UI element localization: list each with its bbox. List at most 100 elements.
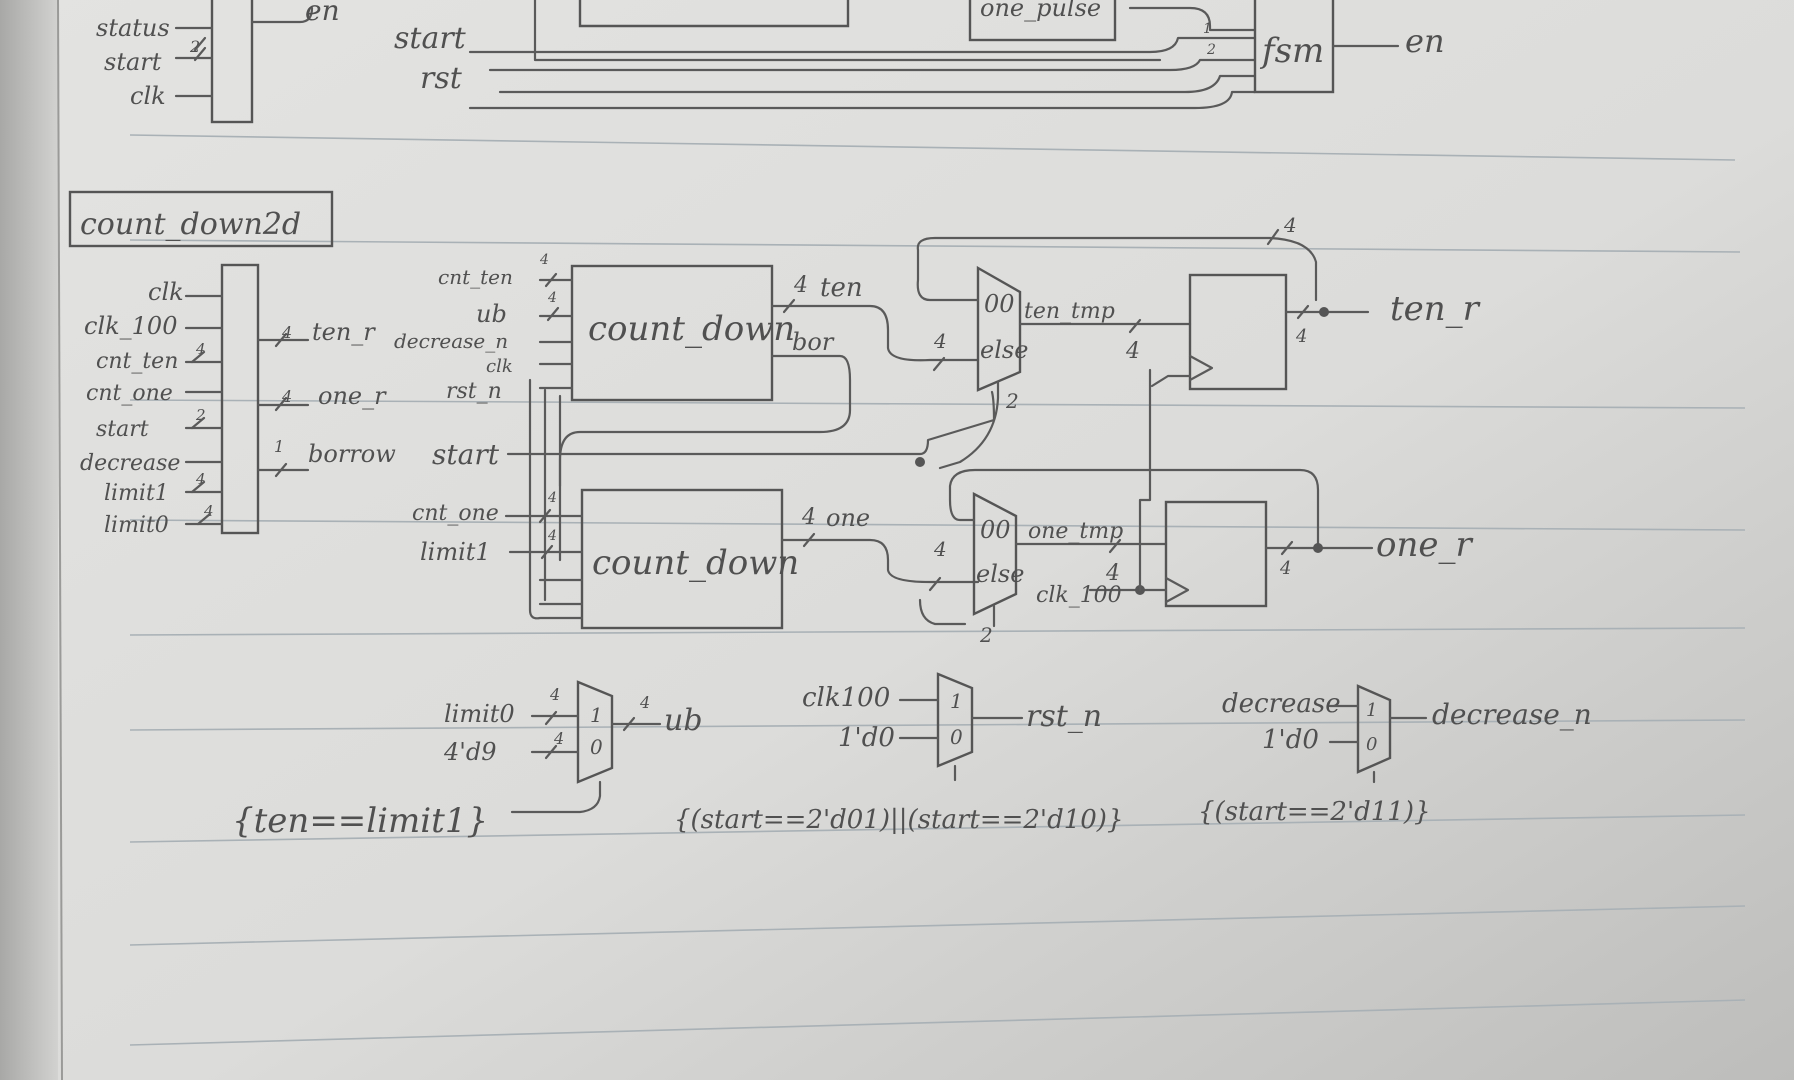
mux-top-in1: else (980, 336, 1028, 364)
interface-box (220, 263, 260, 535)
mux-dec-in1-num: 1 (1366, 700, 1377, 721)
output-ten-r: ten_r (312, 318, 376, 346)
input-cnt-one: cnt_one (86, 381, 173, 406)
bus-borrow: 1 (274, 437, 284, 456)
counter-top-box (570, 264, 774, 402)
counter-top-in-cnt-ten: cnt_ten (438, 265, 513, 289)
register-bottom-box (1164, 500, 1268, 608)
register-bottom-out: one_r (1376, 525, 1473, 565)
mux-rst-in1-num: 1 (950, 689, 963, 713)
mux-dec-in0-num: 0 (1366, 734, 1377, 755)
counter-top-in-decrease-n: decrease_n (394, 329, 508, 353)
register-top-feedback-bus: 4 (1283, 213, 1297, 237)
fsm-box (1253, 0, 1335, 94)
top-input-clk: clk (130, 82, 166, 110)
mux-ub: limit0 4'd9 4 4 1 0 4 ub {ten==limit1} (232, 680, 703, 841)
mux-top-sel: 2 (1005, 389, 1019, 413)
top-counter-box (578, 0, 850, 28)
mux-rst-in1: clk100 (802, 683, 890, 713)
input-limit0: limit0 (104, 513, 169, 538)
mux-ub-bus-in1: 4 (549, 685, 560, 704)
mux-top: 00 else 4 2 ten_tmp 4 (916, 236, 1318, 470)
input-limit1: limit1 (104, 481, 169, 506)
bus-cnt-ten: 4 (195, 340, 206, 358)
input-cnt-ten: cnt_ten (96, 349, 178, 374)
counter-top-out-bor: bor (792, 328, 835, 356)
counter-top-out-bus: 4 (793, 273, 808, 298)
bus-ten-r: 4 (281, 323, 292, 342)
register-top-out: ten_r (1390, 289, 1481, 329)
input-decrease: decrease (80, 451, 180, 476)
counter-bottom-left-start: start (432, 438, 500, 471)
register-top-box (1188, 273, 1288, 391)
binding-edge (0, 0, 58, 1080)
one-feedback-wire (948, 468, 1320, 550)
mux-bottom: 00 else 4 2 one_tmp 4 (915, 457, 1320, 647)
one-pulse-box (968, 0, 1117, 42)
mux-dec: decrease 1'd0 1 0 decrease_n {(start==2'… (1198, 684, 1592, 827)
mux-ub-sel-wire (510, 780, 602, 814)
counter-bottom-left-limit1: limit1 (420, 538, 491, 566)
counter-bottom-bus-1: 4 (547, 528, 557, 544)
ten-wire (770, 304, 980, 362)
mux-ub-out: ub (664, 703, 703, 738)
mux-rst: clk100 1'd0 1 0 rst_n {(start==2'd01)||(… (674, 672, 1124, 835)
output-one-r: one_r (318, 382, 387, 410)
start-wire (506, 390, 996, 456)
top-en-wire (250, 6, 314, 24)
mux-bottom-in0: 00 (980, 516, 1011, 544)
register-top: 4 4 ten_r (1150, 213, 1481, 391)
ruled-lines (129, 134, 1746, 1046)
register-bottom-clk: clk_100 (1036, 583, 1122, 608)
counter-bottom-out-bus: 4 (801, 505, 816, 530)
mux-rst-shape (936, 672, 974, 768)
counter-top-bus-1: 4 (547, 290, 557, 306)
top-out-en: en (305, 0, 340, 27)
title-box (68, 190, 334, 248)
page-title: count_down2d (80, 207, 301, 242)
fsm-bus-2: 2 (1206, 42, 1216, 58)
counter-top-out-ten: ten (820, 273, 863, 303)
mux-top-shape (976, 265, 1022, 392)
counter-bottom: count_down start cnt_one limit1 4 4 4 on… (412, 378, 996, 630)
counter-bottom-bus-0: 4 (547, 490, 557, 506)
mux-dec-sel: {(start==2'd11)} (1198, 797, 1431, 827)
mux-top-in0: 00 (984, 290, 1015, 318)
bus-limit1: 4 (195, 470, 206, 488)
mux-rst-in0-num: 0 (950, 725, 963, 749)
fsm-label: fsm (1259, 31, 1324, 71)
top-label-start: start (394, 21, 467, 56)
bus-limit0: 4 (203, 502, 214, 520)
mux-bottom-in1: else (976, 560, 1024, 588)
mux-ub-in1: limit0 (444, 700, 515, 728)
mux-bottom-bus-in: 4 (933, 537, 947, 561)
counter-bottom-out-one: one (826, 504, 870, 532)
mux-rst-in0: 1'd0 (838, 723, 895, 753)
mux-bottom-sel: 2 (979, 623, 993, 647)
counter-top-label: count_down (588, 309, 795, 349)
one-wire (780, 538, 980, 584)
junction-ten (1319, 307, 1329, 317)
mux-dec-out: decrease_n (1432, 698, 1592, 731)
mux-ub-shape (576, 680, 614, 784)
mux-ub-in0-num: 0 (590, 735, 603, 759)
input-clk: clk (148, 278, 184, 306)
mux-dec-in1: decrease (1222, 689, 1341, 719)
page-edge (57, 0, 63, 1080)
counter-top-bus-0: 4 (539, 252, 549, 268)
register-top-bus-out: 4 (1295, 326, 1307, 347)
counter-top-in-clk: clk (486, 356, 513, 377)
interface-block: clk clk_100 cnt_ten cnt_one start decrea… (80, 263, 396, 538)
mux-ub-in1-num: 1 (590, 703, 603, 727)
mux-dec-shape (1356, 684, 1392, 774)
input-clk-100: clk_100 (84, 312, 177, 340)
top-bus-start: 2 (189, 37, 200, 56)
mux-top-bus-in: 4 (933, 329, 947, 353)
top-input-status: status (96, 14, 170, 42)
output-borrow: borrow (308, 440, 396, 468)
register-bottom-bus-out: 4 (1279, 558, 1291, 579)
fsm-out-en: en (1405, 22, 1445, 60)
mux-ub-sel: {ten==limit1} (232, 801, 488, 841)
input-start: start (96, 417, 149, 442)
